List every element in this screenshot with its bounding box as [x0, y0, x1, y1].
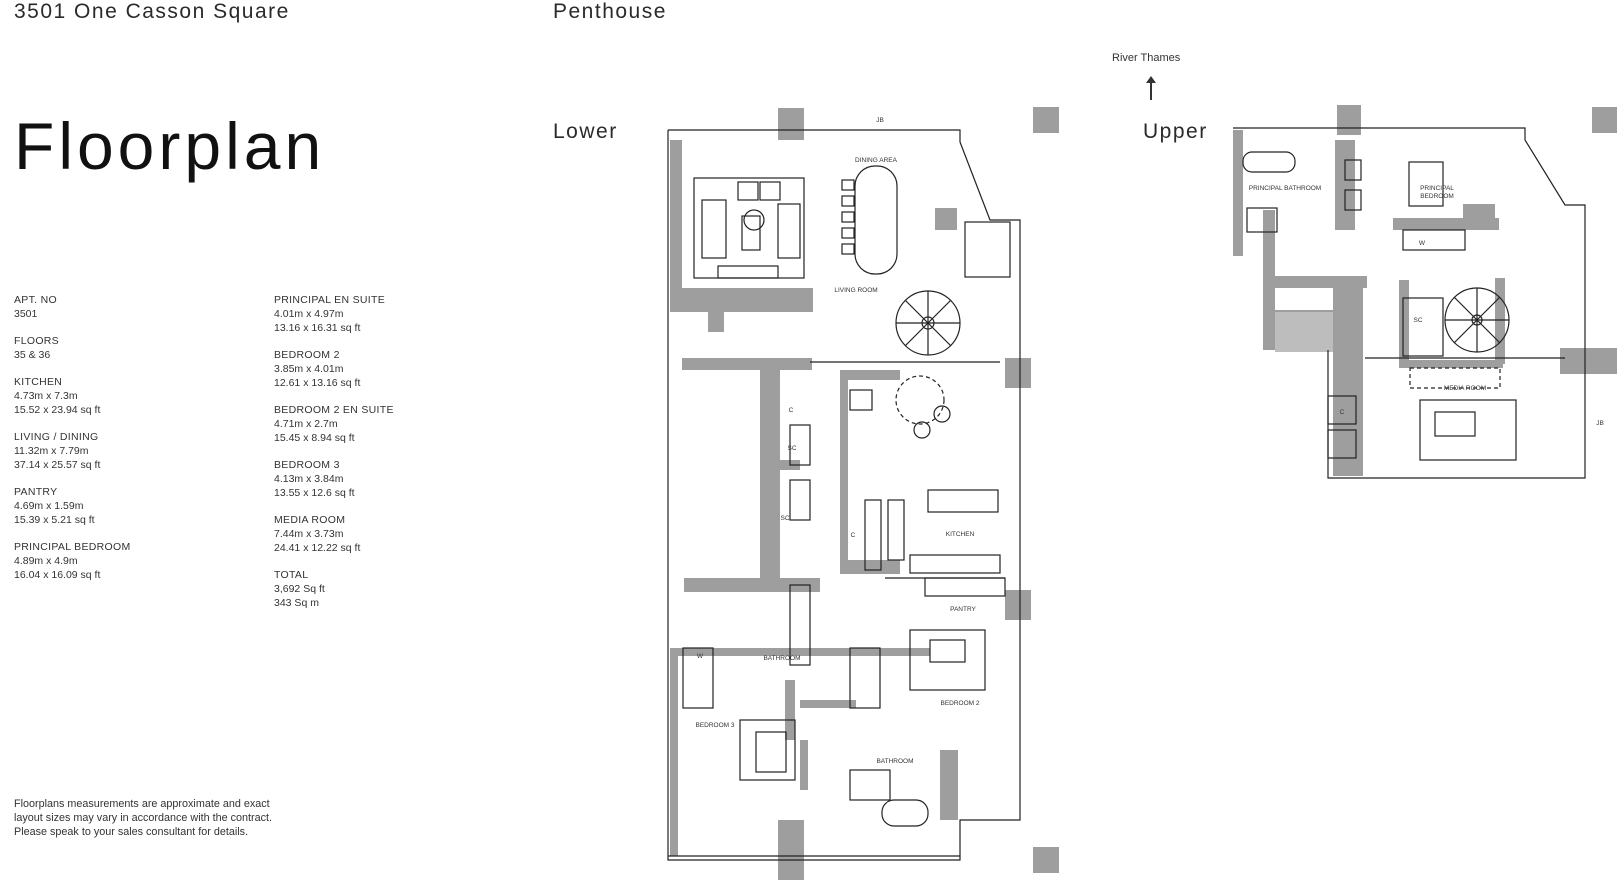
spec-value: 4.71m x 2.7m: [274, 418, 338, 430]
unit-type-heading: Penthouse: [553, 0, 667, 23]
spec-value: 3.85m x 4.01m: [274, 363, 344, 375]
column-marker: [1592, 107, 1617, 133]
room-label: SC: [780, 515, 789, 522]
spec-value: 13.55 x 12.6 sq ft: [274, 487, 355, 499]
room-label: BATHROOM: [763, 655, 800, 662]
spec-item: PRINCIPAL EN SUITE 4.01m x 4.97m 13.16 x 1…: [274, 293, 394, 335]
upper-floorplan: PRINCIPAL BATHROOM PRINCIPAL BEDROOM MED…: [1233, 105, 1617, 479]
specs-right: PRINCIPAL EN SUITE 4.01m x 4.97m 13.16 x 1…: [274, 293, 394, 623]
spec-value: 15.45 x 8.94 sq ft: [274, 432, 355, 444]
spec-item: BEDROOM 2 3.85m x 4.01m 12.61 x 13.16 sq f…: [274, 348, 394, 390]
spec-item: KITCHEN 4.73m x 7.3m 15.52 x 23.94 sq ft: [14, 375, 131, 417]
spec-value: 13.16 x 16.31 sq ft: [274, 322, 361, 334]
spec-item: LIVING / DINING 11.32m x 7.79m 37.14 x 25.…: [14, 430, 131, 472]
spec-label: PRINCIPAL EN SUITE: [274, 294, 386, 306]
spec-item: MEDIA ROOM 7.44m x 3.73m 24.41 x 12.22 sq …: [274, 513, 394, 555]
room-label: C: [789, 407, 794, 414]
spec-value: 7.44m x 3.73m: [274, 528, 344, 540]
spec-value: 35 & 36: [14, 349, 51, 361]
spec-label: TOTAL: [274, 569, 309, 581]
spec-label: PRINCIPAL BEDROOM: [14, 541, 131, 553]
room-label: PANTRY: [950, 606, 976, 613]
spec-value: 37.14 x 25.57 sq ft: [14, 459, 101, 471]
spec-value: 4.13m x 3.84m: [274, 473, 344, 485]
room-label: LIVING ROOM: [834, 287, 877, 294]
column-marker: [1033, 847, 1059, 873]
spec-item: APT. NO 3501: [14, 293, 131, 321]
disclaimer: Floorplans measurements are approximate …: [14, 798, 273, 838]
room-label: W: [1419, 240, 1426, 247]
address-heading: 3501 One Casson Square: [14, 0, 290, 23]
spec-item: FLOORS 35 & 36: [14, 334, 131, 362]
spec-value: 3,692 Sq ft: [274, 583, 325, 595]
spec-value: 4.69m x 1.59m: [14, 500, 84, 512]
spec-item: BEDROOM 2 EN SUITE 4.71m x 2.7m 15.45 x 8.…: [274, 403, 394, 445]
room-label: C: [1340, 409, 1345, 416]
room-label: DINING AREA: [855, 157, 898, 164]
spec-value: 4.01m x 4.97m: [274, 308, 344, 320]
spec-value: 3501: [14, 308, 38, 320]
room-label: PRINCIPAL: [1420, 185, 1454, 192]
spec-value: 11.32m x 7.79m: [14, 445, 89, 457]
spec-value: 4.89m x 4.9m: [14, 555, 78, 567]
spec-value: 16.04 x 16.09 sq ft: [14, 569, 101, 581]
spec-label: LIVING / DINING: [14, 431, 99, 443]
page-title: Floorplan: [14, 109, 326, 183]
north-arrow-icon: [1146, 76, 1156, 100]
spec-value: 15.52 x 23.94 sq ft: [14, 404, 101, 416]
room-label: SC: [787, 445, 796, 452]
spec-item: BEDROOM 3 4.13m x 3.84m 13.55 x 12.6 sq ft: [274, 458, 394, 500]
spec-value: 343 Sq m: [274, 597, 319, 609]
spec-value: 24.41 x 12.22 sq ft: [274, 542, 361, 554]
orientation-label: River Thames: [1112, 52, 1181, 64]
spec-label: BEDROOM 3: [274, 459, 340, 471]
room-label: JB: [876, 117, 884, 124]
room-label: BEDROOM: [1420, 193, 1454, 200]
room-label: KITCHEN: [946, 531, 975, 538]
spec-label: MEDIA ROOM: [274, 514, 346, 526]
lower-floorplan: DINING AREA LIVING ROOM KITCHEN PANTRY B…: [667, 108, 1031, 880]
room-label: SC: [1413, 317, 1422, 324]
room-label: BEDROOM 3: [695, 722, 734, 729]
spec-label: APT. NO: [14, 294, 57, 306]
spec-item: PRINCIPAL BEDROOM 4.89m x 4.9m 16.04 x 16.…: [14, 540, 131, 582]
spec-label: KITCHEN: [14, 376, 63, 388]
upper-plan-label: Upper: [1143, 120, 1208, 143]
spec-value: 15.39 x 5.21 sq ft: [14, 514, 95, 526]
lower-plan-label: Lower: [553, 120, 618, 143]
room-label: W: [697, 653, 704, 660]
room-label: BEDROOM 2: [940, 700, 979, 707]
room-label: C: [851, 532, 856, 539]
spec-label: PANTRY: [14, 486, 58, 498]
room-label: JB: [1596, 420, 1604, 427]
spec-value: 12.61 x 13.16 sq ft: [274, 377, 361, 389]
spec-value: 4.73m x 7.3m: [14, 390, 78, 402]
room-label: PRINCIPAL BATHROOM: [1249, 185, 1321, 192]
spec-label: FLOORS: [14, 335, 59, 347]
spec-label: BEDROOM 2 EN SUITE: [274, 404, 394, 416]
room-label: MEDIA ROOM: [1444, 385, 1486, 392]
spec-item: TOTAL 3,692 Sq ft 343 Sq m: [274, 568, 394, 610]
spec-item: PANTRY 4.69m x 1.59m 15.39 x 5.21 sq ft: [14, 485, 131, 527]
column-marker: [1033, 107, 1059, 133]
spec-label: BEDROOM 2: [274, 349, 340, 361]
room-label: BATHROOM: [876, 758, 913, 765]
